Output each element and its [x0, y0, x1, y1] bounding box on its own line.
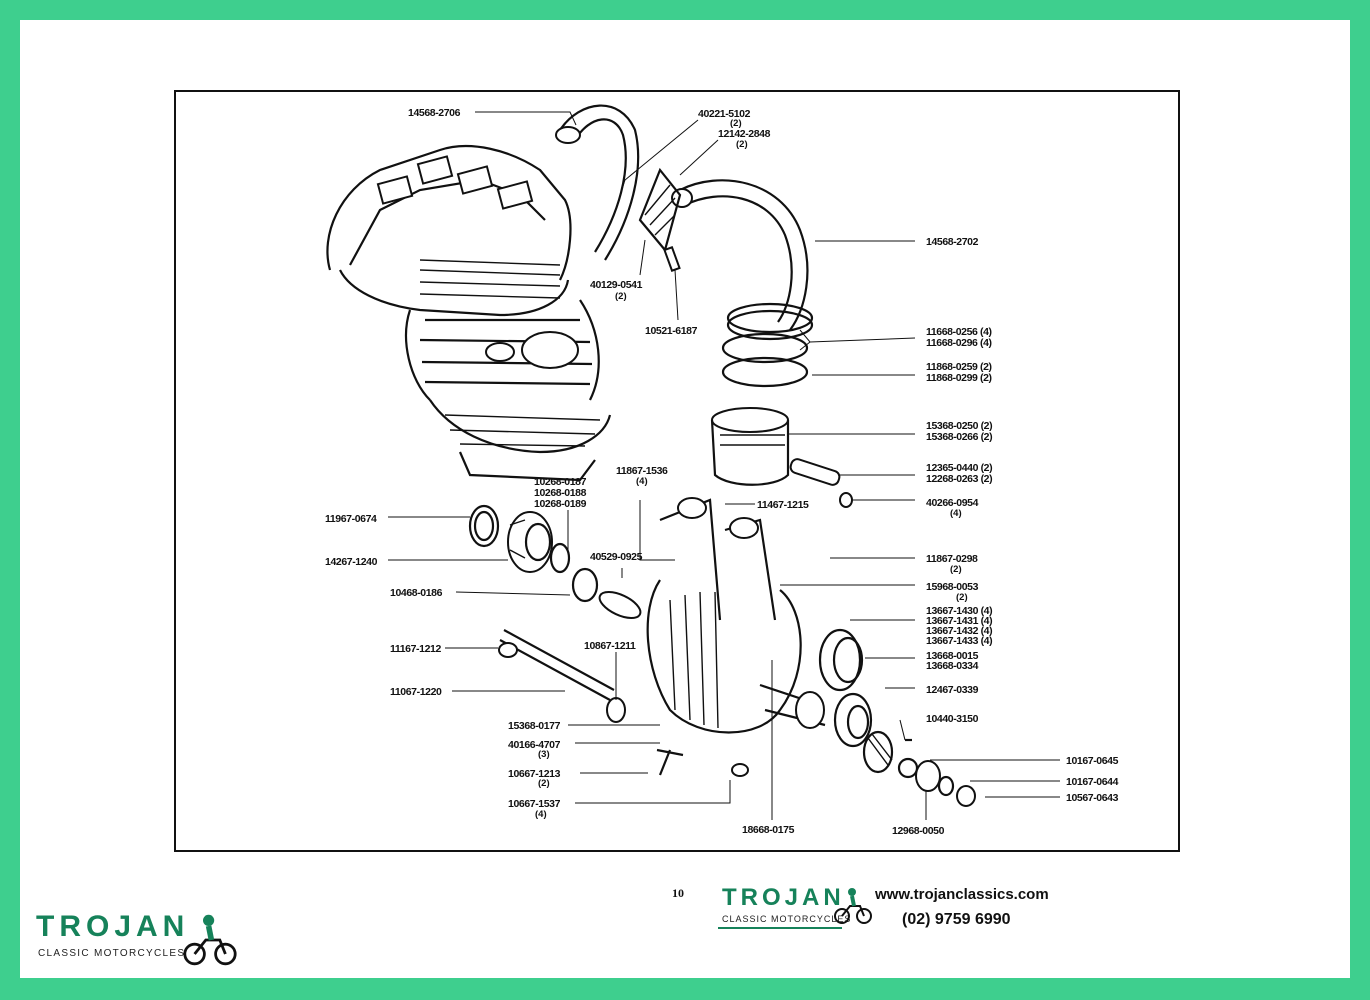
part-label: 13668-0015	[926, 650, 979, 662]
part-label: 11868-0299 (2)	[926, 372, 992, 384]
part-label: 11867-0298	[926, 553, 978, 565]
part-label: 10468-0186	[390, 587, 443, 599]
part-label: 15368-0250 (2)	[926, 420, 992, 432]
website-link[interactable]: www.trojanclassics.com	[875, 886, 1049, 903]
part-label: 13667-1433 (4)	[926, 635, 992, 647]
part-label: 11868-0259 (2)	[926, 361, 992, 373]
part-label: 14568-2706	[408, 107, 461, 119]
part-label: 12142-2848	[718, 128, 771, 140]
part-qty: (3)	[538, 749, 550, 760]
part-label: 10667-1213	[508, 768, 561, 780]
exhaust-pipes-drawing	[555, 104, 809, 331]
phone-number: (02) 9759 6990	[902, 911, 1011, 928]
brand-tagline: CLASSIC MOTORCYCLES	[38, 948, 186, 959]
brand-tagline: CLASSIC MOTORCYCLES	[722, 914, 852, 924]
part-qty: (2)	[615, 291, 627, 302]
brand-name: TROJAN	[36, 910, 190, 943]
part-label: 40529-0925	[590, 551, 643, 563]
part-label: 13667-1431 (4)	[926, 615, 992, 627]
part-qty: (4)	[636, 476, 648, 487]
part-label: 10167-0645	[1066, 755, 1119, 767]
part-label: 11867-1536	[616, 465, 668, 477]
part-label: 10567-0643	[1066, 792, 1119, 804]
corner-brand-logo[interactable]: TROJAN CLASSIC MOTORCYCLES	[30, 910, 240, 970]
part-label: 11668-0296 (4)	[926, 337, 992, 349]
part-label: 11967-0674	[325, 513, 377, 525]
part-qty: (2)	[736, 139, 748, 150]
part-label: 40221-5102	[698, 108, 751, 120]
diagram-frame	[174, 90, 1180, 852]
part-label: 10440-3150	[926, 713, 979, 725]
brand-underline	[718, 927, 842, 929]
leader-lines	[388, 111, 1060, 820]
part-label: 12467-0339	[926, 684, 979, 696]
part-label: 10867-1211	[584, 640, 636, 652]
gasket-drawing	[638, 167, 682, 272]
page-number: 10	[672, 886, 684, 900]
part-label: 15368-0266 (2)	[926, 431, 992, 443]
part-label: 10521-6187	[645, 325, 698, 337]
part-label: 11467-1215	[757, 499, 809, 511]
part-label: 12268-0263 (2)	[926, 473, 992, 485]
part-label: 11668-0256 (4)	[926, 326, 992, 338]
part-label: 40266-0954	[926, 497, 979, 509]
part-label: 13667-1432 (4)	[926, 625, 992, 637]
left-bearings-drawing	[468, 504, 684, 776]
part-qty: (2)	[538, 778, 550, 789]
piston-rings-drawing	[721, 302, 814, 388]
brand-name: TROJAN	[722, 884, 845, 911]
part-number-labels: 14568-2706 40221-5102 (2) 12142-2848 (2)…	[325, 107, 1119, 837]
motorcycle-rider-icon	[183, 914, 237, 966]
part-label: 40129-0541	[590, 279, 643, 291]
piston-drawing	[710, 407, 853, 508]
part-label: 15368-0177	[508, 720, 561, 732]
part-label: 18668-0175	[742, 824, 795, 836]
part-label: 11067-1220	[390, 686, 442, 698]
part-qty: (4)	[535, 809, 547, 820]
part-qty: (2)	[956, 592, 968, 603]
part-qty: (2)	[730, 118, 742, 129]
exploded-engine-diagram: 14568-2706 40221-5102 (2) 12142-2848 (2)…	[325, 104, 1119, 837]
part-label: 10167-0644	[1066, 776, 1119, 788]
part-label: 40166-4707	[508, 739, 561, 751]
part-label: 12968-0050	[892, 825, 945, 837]
cylinder-head-drawing	[326, 144, 612, 482]
part-label: 14568-2702	[926, 236, 979, 248]
crankshaft-drawing	[598, 497, 826, 777]
part-label: 10268-0188	[534, 487, 587, 499]
part-label: 11167-1212	[390, 643, 441, 655]
part-label: 15968-0053	[926, 581, 979, 593]
part-label: 10268-0187	[534, 476, 587, 488]
right-gears-drawing	[818, 628, 976, 807]
part-label: 12365-0440 (2)	[926, 462, 992, 474]
footer-brand-logo[interactable]: TROJAN CLASSIC MOTORCYCLES	[716, 884, 876, 932]
motorcycle-rider-icon	[834, 888, 872, 924]
part-qty: (2)	[950, 564, 962, 575]
part-label: 10268-0189	[534, 498, 587, 510]
catalog-page: 14568-2706 40221-5102 (2) 12142-2848 (2)…	[20, 20, 1350, 978]
part-label: 13668-0334	[926, 660, 979, 672]
part-label: 10667-1537	[508, 798, 561, 810]
part-label: 13667-1430 (4)	[926, 605, 992, 617]
part-qty: (4)	[950, 508, 962, 519]
part-label: 14267-1240	[325, 556, 378, 568]
